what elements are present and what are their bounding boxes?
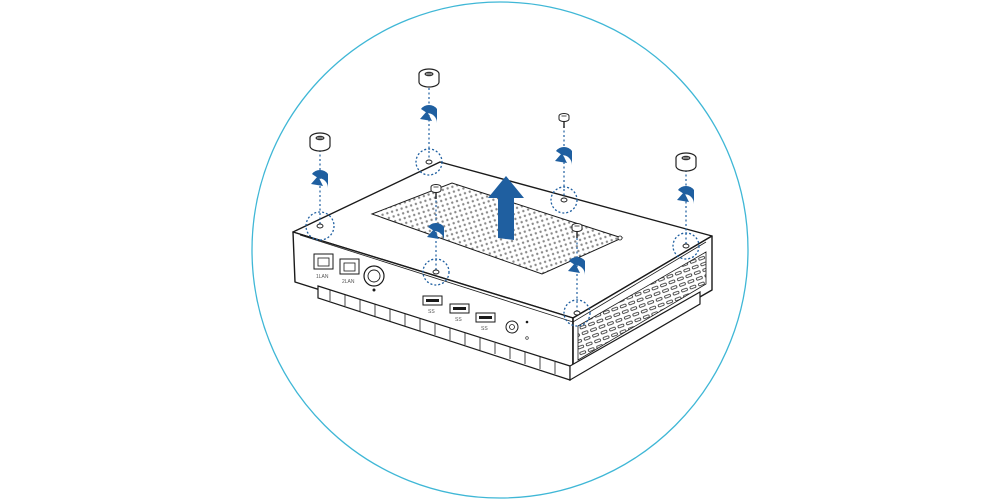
- lan-port-1-label: 1LAN: [316, 274, 329, 280]
- side-slot-vent: [577, 251, 707, 361]
- lan-port-2-label: 2LAN: [342, 279, 355, 285]
- usb-port-2: SS: [449, 303, 470, 323]
- mini-pc-device: 1LAN 2LAN SS SS SS: [292, 161, 713, 382]
- lift-arrow-icon: [488, 176, 524, 240]
- dotted-hole-marker-icon: [672, 232, 700, 260]
- dotted-hole-marker-icon: [305, 211, 335, 241]
- usb-port-2-label: SS: [455, 317, 462, 323]
- lan-port-1: 1LAN: [313, 253, 334, 280]
- hole-markers: [305, 148, 700, 327]
- usb-port-1: SS: [422, 295, 443, 315]
- dotted-hole-marker-icon: [550, 186, 578, 214]
- lan-port-2: 2LAN: [339, 258, 360, 285]
- status-led: [525, 320, 529, 324]
- dotted-hole-marker-icon: [422, 258, 450, 286]
- usb-port-1-label: SS: [428, 309, 435, 315]
- power-button: [363, 265, 385, 292]
- dotted-hole-marker-icon: [415, 148, 443, 176]
- screw-icon: [418, 68, 440, 88]
- screw-icon: [309, 132, 331, 152]
- usb-port-3: SS: [475, 312, 496, 332]
- dotted-hole-marker-icon: [563, 299, 591, 327]
- screw-icon: [675, 152, 697, 172]
- usb-port-3-label: SS: [481, 326, 488, 332]
